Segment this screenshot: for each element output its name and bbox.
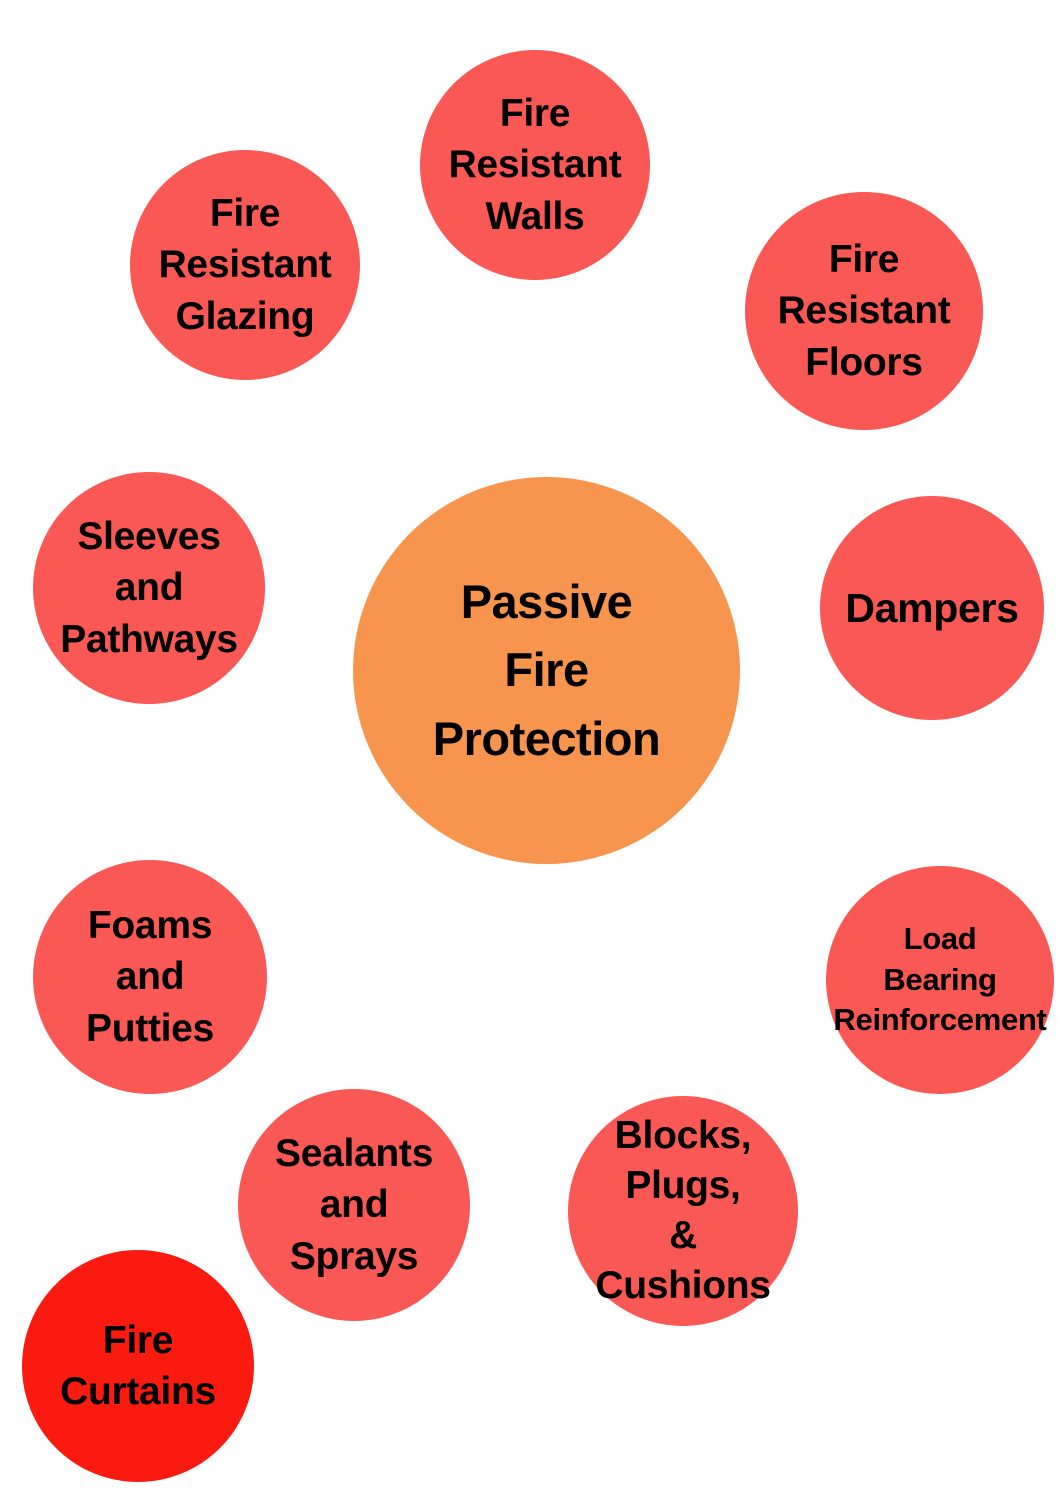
center-bubble-passive-fire-protection[interactable]: Passive Fire Protection — [353, 477, 740, 864]
bubble-label-sleeves-and-pathways: Sleeves and Pathways — [60, 514, 238, 661]
bubble-label-dampers: Dampers — [845, 584, 1019, 631]
bubble-label-load-bearing-reinforcement: Load Bearing Reinforcement — [833, 920, 1047, 1038]
bubble-fire-resistant-walls[interactable]: Fire Resistant Walls — [420, 50, 650, 280]
center-bubble-label: Passive Fire Protection — [432, 575, 661, 765]
bubble-fire-curtains[interactable]: Fire Curtains — [22, 1250, 254, 1482]
bubble-label-fire-curtains: Fire Curtains — [60, 1318, 216, 1413]
bubble-label-sealants-and-sprays: Sealants and Sprays — [274, 1131, 434, 1278]
bubble-sealants-and-sprays[interactable]: Sealants and Sprays — [238, 1089, 470, 1321]
bubble-label-fire-resistant-walls: Fire Resistant Walls — [448, 91, 622, 238]
bubble-label-fire-resistant-glazing: Fire Resistant Glazing — [158, 191, 332, 338]
bubble-label-foams-and-putties: Foams and Putties — [86, 903, 214, 1050]
bubble-label-fire-resistant-floors: Fire Resistant Floors — [777, 237, 951, 384]
bubble-blocks-plugs-and-cushions[interactable]: Blocks, Plugs, & Cushions — [568, 1096, 798, 1326]
bubble-fire-resistant-glazing[interactable]: Fire Resistant Glazing — [130, 150, 360, 380]
bubble-foams-and-putties[interactable]: Foams and Putties — [33, 860, 267, 1094]
bubble-label-blocks-plugs-and-cushions: Blocks, Plugs, & Cushions — [595, 1114, 771, 1307]
bubble-sleeves-and-pathways[interactable]: Sleeves and Pathways — [33, 472, 265, 704]
bubble-load-bearing-reinforcement[interactable]: Load Bearing Reinforcement — [826, 866, 1054, 1094]
bubble-fire-resistant-floors[interactable]: Fire Resistant Floors — [745, 192, 983, 430]
bubble-dampers[interactable]: Dampers — [820, 496, 1044, 720]
